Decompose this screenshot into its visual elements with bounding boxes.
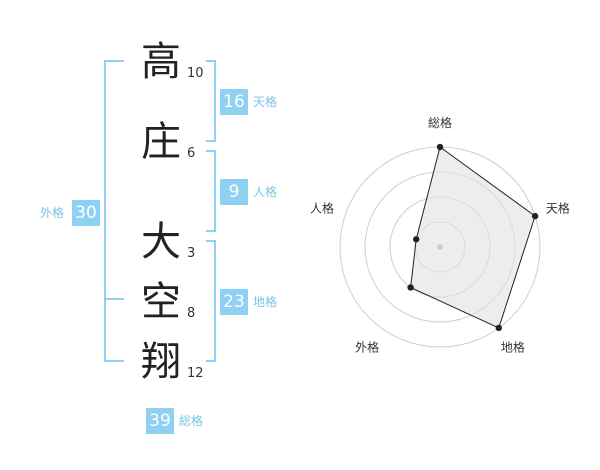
stroke-count-2: 6 — [187, 146, 196, 161]
radar-axis-label-3: 地格 — [501, 339, 525, 354]
chikaku-value: 23 — [220, 289, 248, 315]
radar-axis-label-5: 人格 — [310, 201, 334, 216]
gaikaku-value: 30 — [72, 200, 100, 226]
radar-axis-label-1: 総格 — [428, 115, 452, 130]
gaikaku-label: 外格 — [40, 206, 65, 220]
name-char-1: 高 — [141, 39, 181, 85]
radar-axis-label-4: 外格 — [355, 339, 379, 354]
radar-axis-label-2: 天格 — [546, 201, 570, 216]
name-char-2: 庄 — [141, 119, 181, 165]
soukaku-label: 総格 — [179, 414, 204, 428]
name-char-4: 空 — [141, 279, 181, 325]
tenkaku-label: 天格 — [253, 95, 278, 109]
stroke-count-4: 8 — [187, 306, 196, 321]
stroke-count-5: 12 — [187, 366, 204, 381]
radar-point-4 — [407, 284, 414, 291]
radar-point-2 — [531, 212, 539, 220]
jinkaku-value: 9 — [220, 179, 248, 205]
gaikaku-bracket-tick — [104, 298, 124, 300]
stroke-count-1: 10 — [187, 66, 204, 81]
radar-series-polygon — [410, 146, 536, 329]
jinkaku-bracket — [206, 150, 216, 232]
name-char-3: 大 — [141, 219, 181, 265]
chikaku-bracket — [206, 240, 216, 362]
chikaku-label: 地格 — [253, 295, 278, 309]
radar-point-1 — [436, 143, 444, 151]
soukaku-value: 39 — [146, 408, 174, 434]
gaikaku-bracket — [104, 60, 124, 362]
radar-point-5 — [413, 236, 420, 243]
jinkaku-label: 人格 — [253, 185, 278, 199]
radar-point-3 — [495, 324, 502, 332]
tenkaku-value: 16 — [220, 89, 248, 115]
radar-center-dot — [437, 244, 443, 250]
tenkaku-bracket — [206, 60, 216, 142]
name-char-5: 翔 — [141, 339, 181, 385]
stroke-count-3: 3 — [187, 246, 196, 261]
